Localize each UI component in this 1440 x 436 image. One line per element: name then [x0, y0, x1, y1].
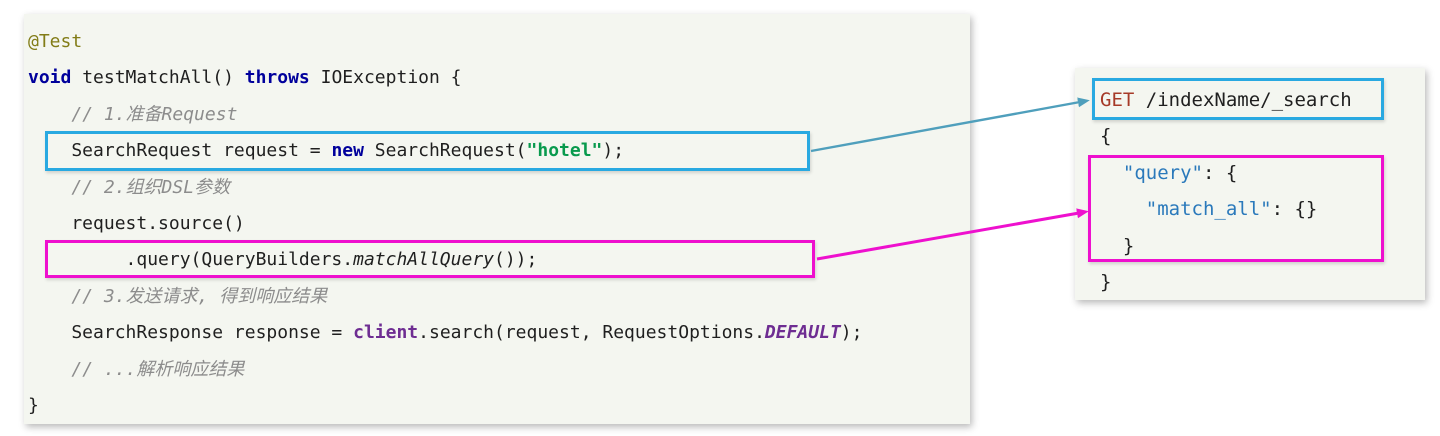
code-token: : {	[1202, 161, 1238, 184]
code-token: }	[1100, 234, 1135, 257]
code-token: // ...解析响应结果	[71, 358, 245, 380]
java-code: @Test void testMatchAll() throws IOExcept…	[28, 24, 862, 424]
line-comment-send-request: // 3.发送请求, 得到响应结果	[28, 279, 862, 315]
line-search-request: SearchRequest request = new SearchReques…	[28, 133, 862, 169]
code-token: }	[1100, 270, 1112, 293]
code-token: void	[28, 67, 72, 89]
code-token: testMatchAll()	[71, 67, 245, 89]
get-request-highlight-box	[1092, 78, 1384, 120]
code-token: new	[331, 140, 364, 162]
line-closing-brace: }	[28, 388, 862, 424]
code-token: client	[353, 322, 419, 344]
code-token: throws	[244, 67, 310, 89]
java-code-panel: @Test void testMatchAll() throws IOExcept…	[24, 14, 970, 424]
code-token: SearchResponse response =	[28, 322, 354, 344]
code-token	[28, 286, 71, 307]
line-search-response: SearchResponse response = client.search(…	[28, 315, 862, 351]
line-query-key: "query": {	[1100, 155, 1352, 191]
code-token: DEFAULT	[764, 322, 841, 344]
code-token: // 2.组织DSL参数	[71, 176, 231, 198]
code-token: "query"	[1122, 161, 1203, 184]
code-token	[28, 104, 71, 125]
code-token: "match_all"	[1145, 198, 1272, 221]
code-token: .search(request, RequestOptions.	[418, 322, 765, 344]
code-token: /indexName/_search	[1134, 89, 1352, 111]
line-comment-parse-response: // ...解析响应结果	[28, 352, 862, 388]
code-token: );	[840, 322, 863, 344]
dsl-code: GET /indexName/_search { "query": { "matc…	[1100, 82, 1352, 300]
line-open-brace: {	[1100, 118, 1352, 154]
line-get-request: GET /indexName/_search	[1100, 82, 1352, 118]
code-token: SearchRequest(	[363, 140, 527, 162]
code-token: // 1.准备Request	[71, 103, 238, 125]
code-token: ());	[494, 249, 538, 271]
code-token: "hotel"	[526, 140, 603, 162]
line-annotation: @Test	[28, 24, 862, 60]
code-token: request.source()	[28, 212, 245, 234]
line-request-source: request.source()	[28, 206, 862, 242]
query-builder-highlight-box	[45, 240, 815, 278]
line-query-close-brace: }	[1100, 228, 1352, 264]
code-token: );	[602, 140, 625, 162]
code-token: }	[28, 394, 39, 416]
code-token: @Test	[28, 31, 83, 52]
line-comment-prepare-request: // 1.准备Request	[28, 97, 862, 133]
line-outer-close-brace: }	[1100, 264, 1352, 300]
code-token	[28, 177, 71, 198]
code-token: IOException {	[309, 67, 462, 89]
code-token: {	[1100, 125, 1112, 148]
code-token: matchAllQuery	[353, 249, 494, 271]
dsl-query-highlight-box	[1088, 155, 1384, 262]
search-request-highlight-box	[45, 131, 810, 171]
code-token	[28, 359, 71, 380]
line-comment-dsl-params: // 2.组织DSL参数	[28, 170, 862, 206]
code-token: // 3.发送请求, 得到响应结果	[71, 285, 328, 307]
line-query-builder: .query(QueryBuilders.matchAllQuery());	[28, 242, 862, 278]
code-token: .query(QueryBuilders.	[28, 249, 354, 271]
code-token: SearchRequest request =	[28, 140, 332, 162]
line-method-signature: void testMatchAll() throws IOException {	[28, 60, 862, 96]
code-token: : {}	[1271, 198, 1318, 221]
code-token: GET	[1100, 89, 1135, 111]
line-match-all-key: "match_all": {}	[1100, 191, 1352, 227]
